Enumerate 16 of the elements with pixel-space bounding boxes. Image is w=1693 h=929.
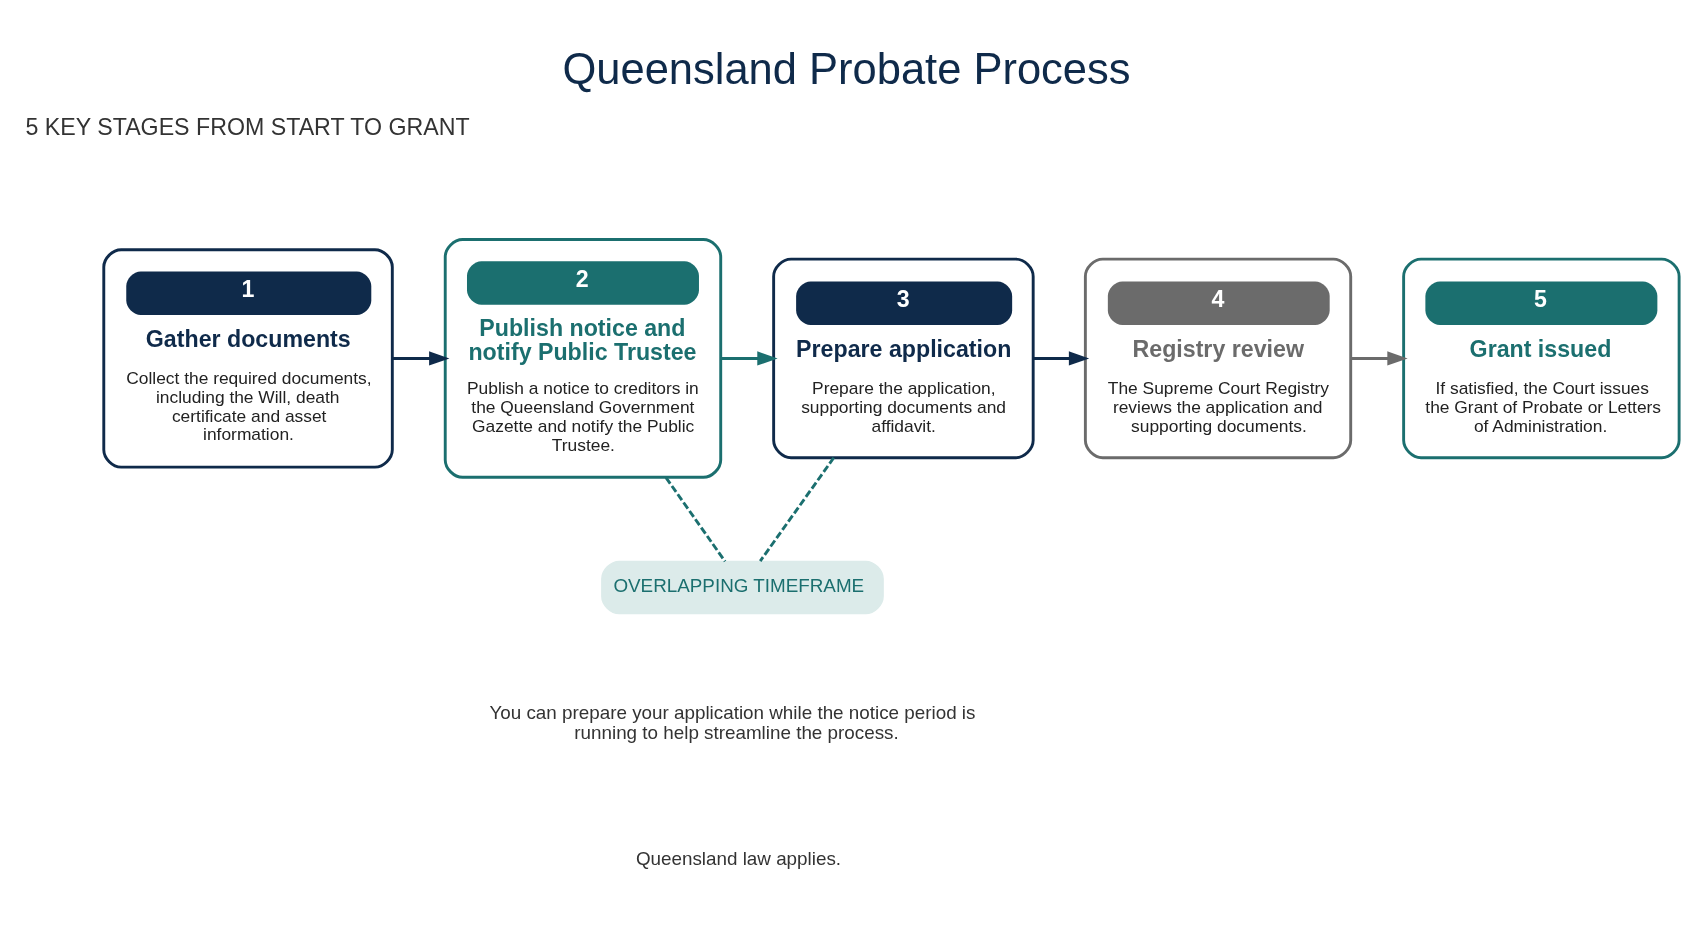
node-box: 5 Grant issued If satisfied, the Court issues the Grant of Probate or Letters of Administration. bbox=[1402, 257, 1681, 459]
label: 5 KEY STAGES FROM START TO GRANT bbox=[25, 113, 470, 140]
arrow bbox=[1033, 350, 1090, 366]
node-box: OVERLAPPING TIMEFRAME bbox=[601, 560, 884, 614]
label: Queensland law applies. bbox=[635, 847, 842, 869]
arrow bbox=[392, 350, 450, 366]
node-box: 3 Prepare application Prepare the application, supporting documents and affidavit. bbox=[772, 257, 1035, 459]
node-box: 1 Gather documents Collect the required documents, including the Will, death certificate and asset information. bbox=[102, 247, 394, 469]
node-box: 4 Registry review The Supreme Court Registry reviews the application and supporting documents. bbox=[1083, 257, 1353, 459]
diagram-title: Queensland Probate Process bbox=[562, 44, 1131, 93]
connector bbox=[664, 476, 727, 562]
label: You can prepare your application while the notice period is running to help streamline the process. bbox=[489, 701, 976, 743]
arrow bbox=[1351, 350, 1408, 366]
connector bbox=[759, 456, 835, 562]
node-box: 2 Publish notice and notify Public Trustee Publish a notice to creditors in the Queensland Government Gazette and notify the Public Trustee. bbox=[443, 237, 723, 479]
arrow bbox=[721, 350, 778, 366]
